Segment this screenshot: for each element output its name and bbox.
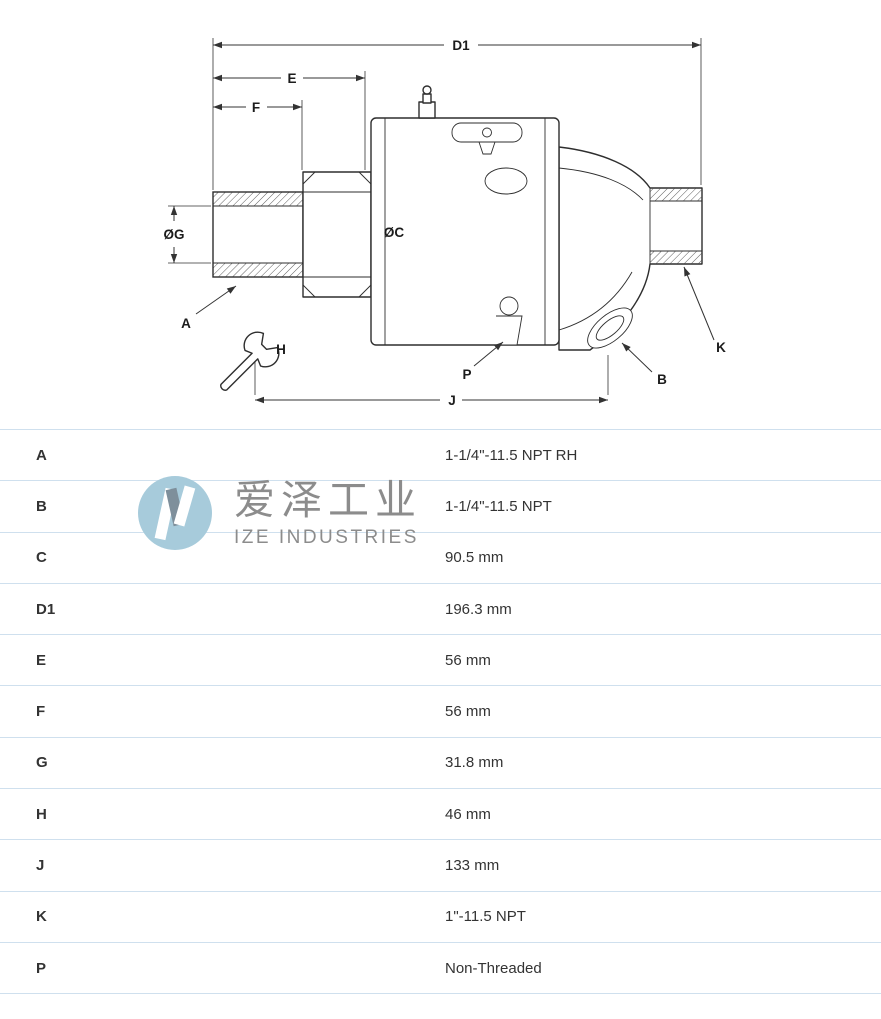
table-row: D1 196.3 mm <box>0 583 881 634</box>
table-row: K 1"-11.5 NPT <box>0 891 881 942</box>
label-e: E <box>287 71 296 86</box>
spec-label: E <box>36 651 47 669</box>
spec-label: K <box>36 908 47 926</box>
dimension-labels: D1 E F ØG ØC A H P J B K <box>163 38 726 408</box>
spec-value: 90.5 mm <box>445 549 504 567</box>
label-a: A <box>181 316 191 331</box>
spec-value: 46 mm <box>445 805 491 823</box>
label-g: ØG <box>163 227 184 242</box>
table-row: A 1-1/4"-11.5 NPT RH <box>0 429 881 481</box>
rotary-union-drawing: D1 E F ØG ØC A H P J B K <box>163 38 726 408</box>
spec-label: A <box>36 446 47 464</box>
grease-fitting <box>418 85 436 119</box>
table-row: J 133 mm <box>0 839 881 891</box>
label-h: H <box>276 342 286 357</box>
spec-value: 1-1/4"-11.5 NPT <box>445 497 552 515</box>
spec-value: Non-Threaded <box>445 959 542 977</box>
technical-diagram: D1 E F ØG ØC A H P J B K <box>0 0 881 429</box>
label-j: J <box>448 393 456 408</box>
spec-value: 56 mm <box>445 703 491 721</box>
spec-label: C <box>36 549 47 567</box>
label-p: P <box>462 367 471 382</box>
elbow-flange <box>558 146 703 351</box>
spec-label: F <box>36 703 46 721</box>
wrench-icon <box>220 331 280 391</box>
label-c: ØC <box>384 225 405 240</box>
spec-value: 31.8 mm <box>445 754 504 772</box>
spec-label: P <box>36 959 47 977</box>
table-row: C 90.5 mm <box>0 532 881 583</box>
spec-label: B <box>36 497 47 515</box>
spec-value: 196.3 mm <box>445 600 512 618</box>
spec-label: D1 <box>36 600 56 618</box>
table-row: G 31.8 mm <box>0 737 881 788</box>
table-row: P Non-Threaded <box>0 942 881 994</box>
dimension-lines <box>168 38 715 404</box>
label-b: B <box>657 372 667 387</box>
label-d1: D1 <box>452 38 470 53</box>
table-row: H 46 mm <box>0 788 881 840</box>
table-row: E 56 mm <box>0 634 881 686</box>
spec-table: A 1-1/4"-11.5 NPT RH B 1-1/4"-11.5 NPT C… <box>0 429 881 994</box>
b-port-opening <box>587 307 633 349</box>
label-k: K <box>716 340 726 355</box>
table-row: F 56 mm <box>0 685 881 737</box>
spec-label: G <box>36 754 48 772</box>
spec-value: 1"-11.5 NPT <box>445 908 526 926</box>
table-row: B 1-1/4"-11.5 NPT <box>0 480 881 532</box>
threaded-shaft <box>212 191 304 278</box>
spec-label: H <box>36 805 47 823</box>
union-body <box>370 117 560 346</box>
spec-value: 56 mm <box>445 651 491 669</box>
spec-label: J <box>36 857 45 875</box>
spec-value: 133 mm <box>445 857 500 875</box>
label-f: F <box>252 100 260 115</box>
spec-value: 1-1/4"-11.5 NPT RH <box>445 446 578 464</box>
hex-nut <box>302 171 372 298</box>
